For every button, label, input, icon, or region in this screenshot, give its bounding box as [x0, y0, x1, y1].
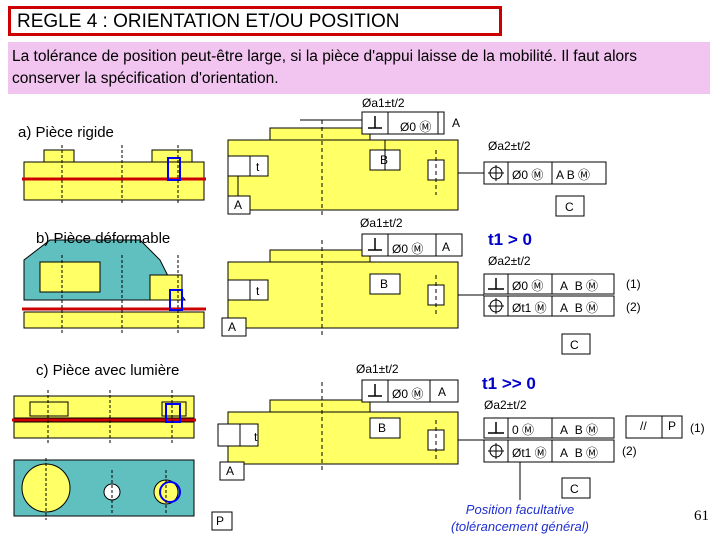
title-box: REGLE 4 : ORIENTATION ET/OU POSITION [8, 6, 502, 36]
ref-ab-b1: A B Ⓜ [560, 279, 599, 293]
zero-m-b: Ø0 Ⓜ [392, 242, 424, 256]
t1-m-c: Øt1 Ⓜ [512, 446, 547, 460]
ref-ab-b2: A B Ⓜ [560, 301, 599, 315]
datum-p-ref: P [668, 419, 677, 433]
datum-a-ref-c: A [438, 385, 447, 399]
datum-c-a: C [565, 200, 574, 214]
datum-b-c: B [378, 421, 387, 435]
t-b: t [256, 284, 260, 298]
datum-c-c: C [570, 482, 579, 496]
datum-p: P [216, 514, 225, 528]
datum-c-b: C [570, 338, 579, 352]
zero-m-a2: Ø0 Ⓜ [512, 168, 544, 182]
t1-m-b: Øt1 Ⓜ [512, 301, 547, 315]
note-2-c: (2) [622, 444, 637, 458]
parallelism-symbol: // [640, 419, 647, 433]
section-c-label: c) Pièce avec lumière [36, 362, 180, 379]
note-1-b: (1) [626, 277, 641, 291]
zero-m-c: Ø0 Ⓜ [392, 387, 424, 401]
zero-m-b2: Ø0 Ⓜ [512, 279, 544, 293]
tolerance-a2-c: Øa2±t/2 [484, 398, 527, 412]
datum-a-ref-a: A [452, 116, 461, 130]
caption-line-1: Position facultative [465, 502, 575, 517]
tolerance-a1-b: Øa1±t/2 [360, 216, 403, 230]
part-c-right [217, 379, 683, 500]
section-a-label: a) Pièce rigide [18, 124, 114, 141]
ref-ab-c2: A B Ⓜ [560, 446, 599, 460]
part-b-left [22, 239, 206, 335]
part-a-right [227, 111, 607, 217]
intro-box: La tolérance de position peut-être large… [8, 42, 710, 94]
part-b-right [221, 233, 615, 355]
zero-m-a: Ø0 Ⓜ [400, 120, 432, 134]
t-a: t [256, 160, 260, 174]
caption-line-2: (tolérancement général) [450, 519, 590, 534]
tolerance-a1-a: Øa1±t/2 [362, 96, 405, 110]
datum-b-b: B [380, 277, 389, 291]
tolerance-a2-a: Øa2±t/2 [488, 139, 531, 153]
section-b-label: b) Pièce déformable [36, 230, 171, 247]
datum-a-c: A [226, 464, 235, 478]
note-1-c: (1) [690, 421, 705, 435]
page-title: REGLE 4 : ORIENTATION ET/OU POSITION [17, 11, 400, 32]
datum-a-ref-b: A [442, 240, 451, 254]
ref-ab-c1: A B Ⓜ [560, 423, 599, 437]
note-2-b: (2) [626, 300, 641, 314]
page-number: 61 [694, 508, 709, 524]
ref-ab-a: A B Ⓜ [556, 168, 591, 182]
intro-text: La tolérance de position peut-être large… [12, 48, 638, 87]
datum-a-b: A [228, 320, 237, 334]
tolerance-a1-c: Øa1±t/2 [356, 362, 399, 376]
t-c: t [254, 430, 258, 444]
condition-c: t1 >> 0 [482, 374, 536, 393]
tolerance-a2-b: Øa2±t/2 [488, 254, 531, 268]
condition-b: t1 > 0 [488, 230, 532, 249]
part-a-left [22, 145, 206, 205]
datum-b-a: B [380, 153, 389, 167]
zero-m-c2: 0 Ⓜ [512, 423, 535, 437]
datum-a-a: A [234, 198, 243, 212]
part-c-left [12, 390, 233, 531]
